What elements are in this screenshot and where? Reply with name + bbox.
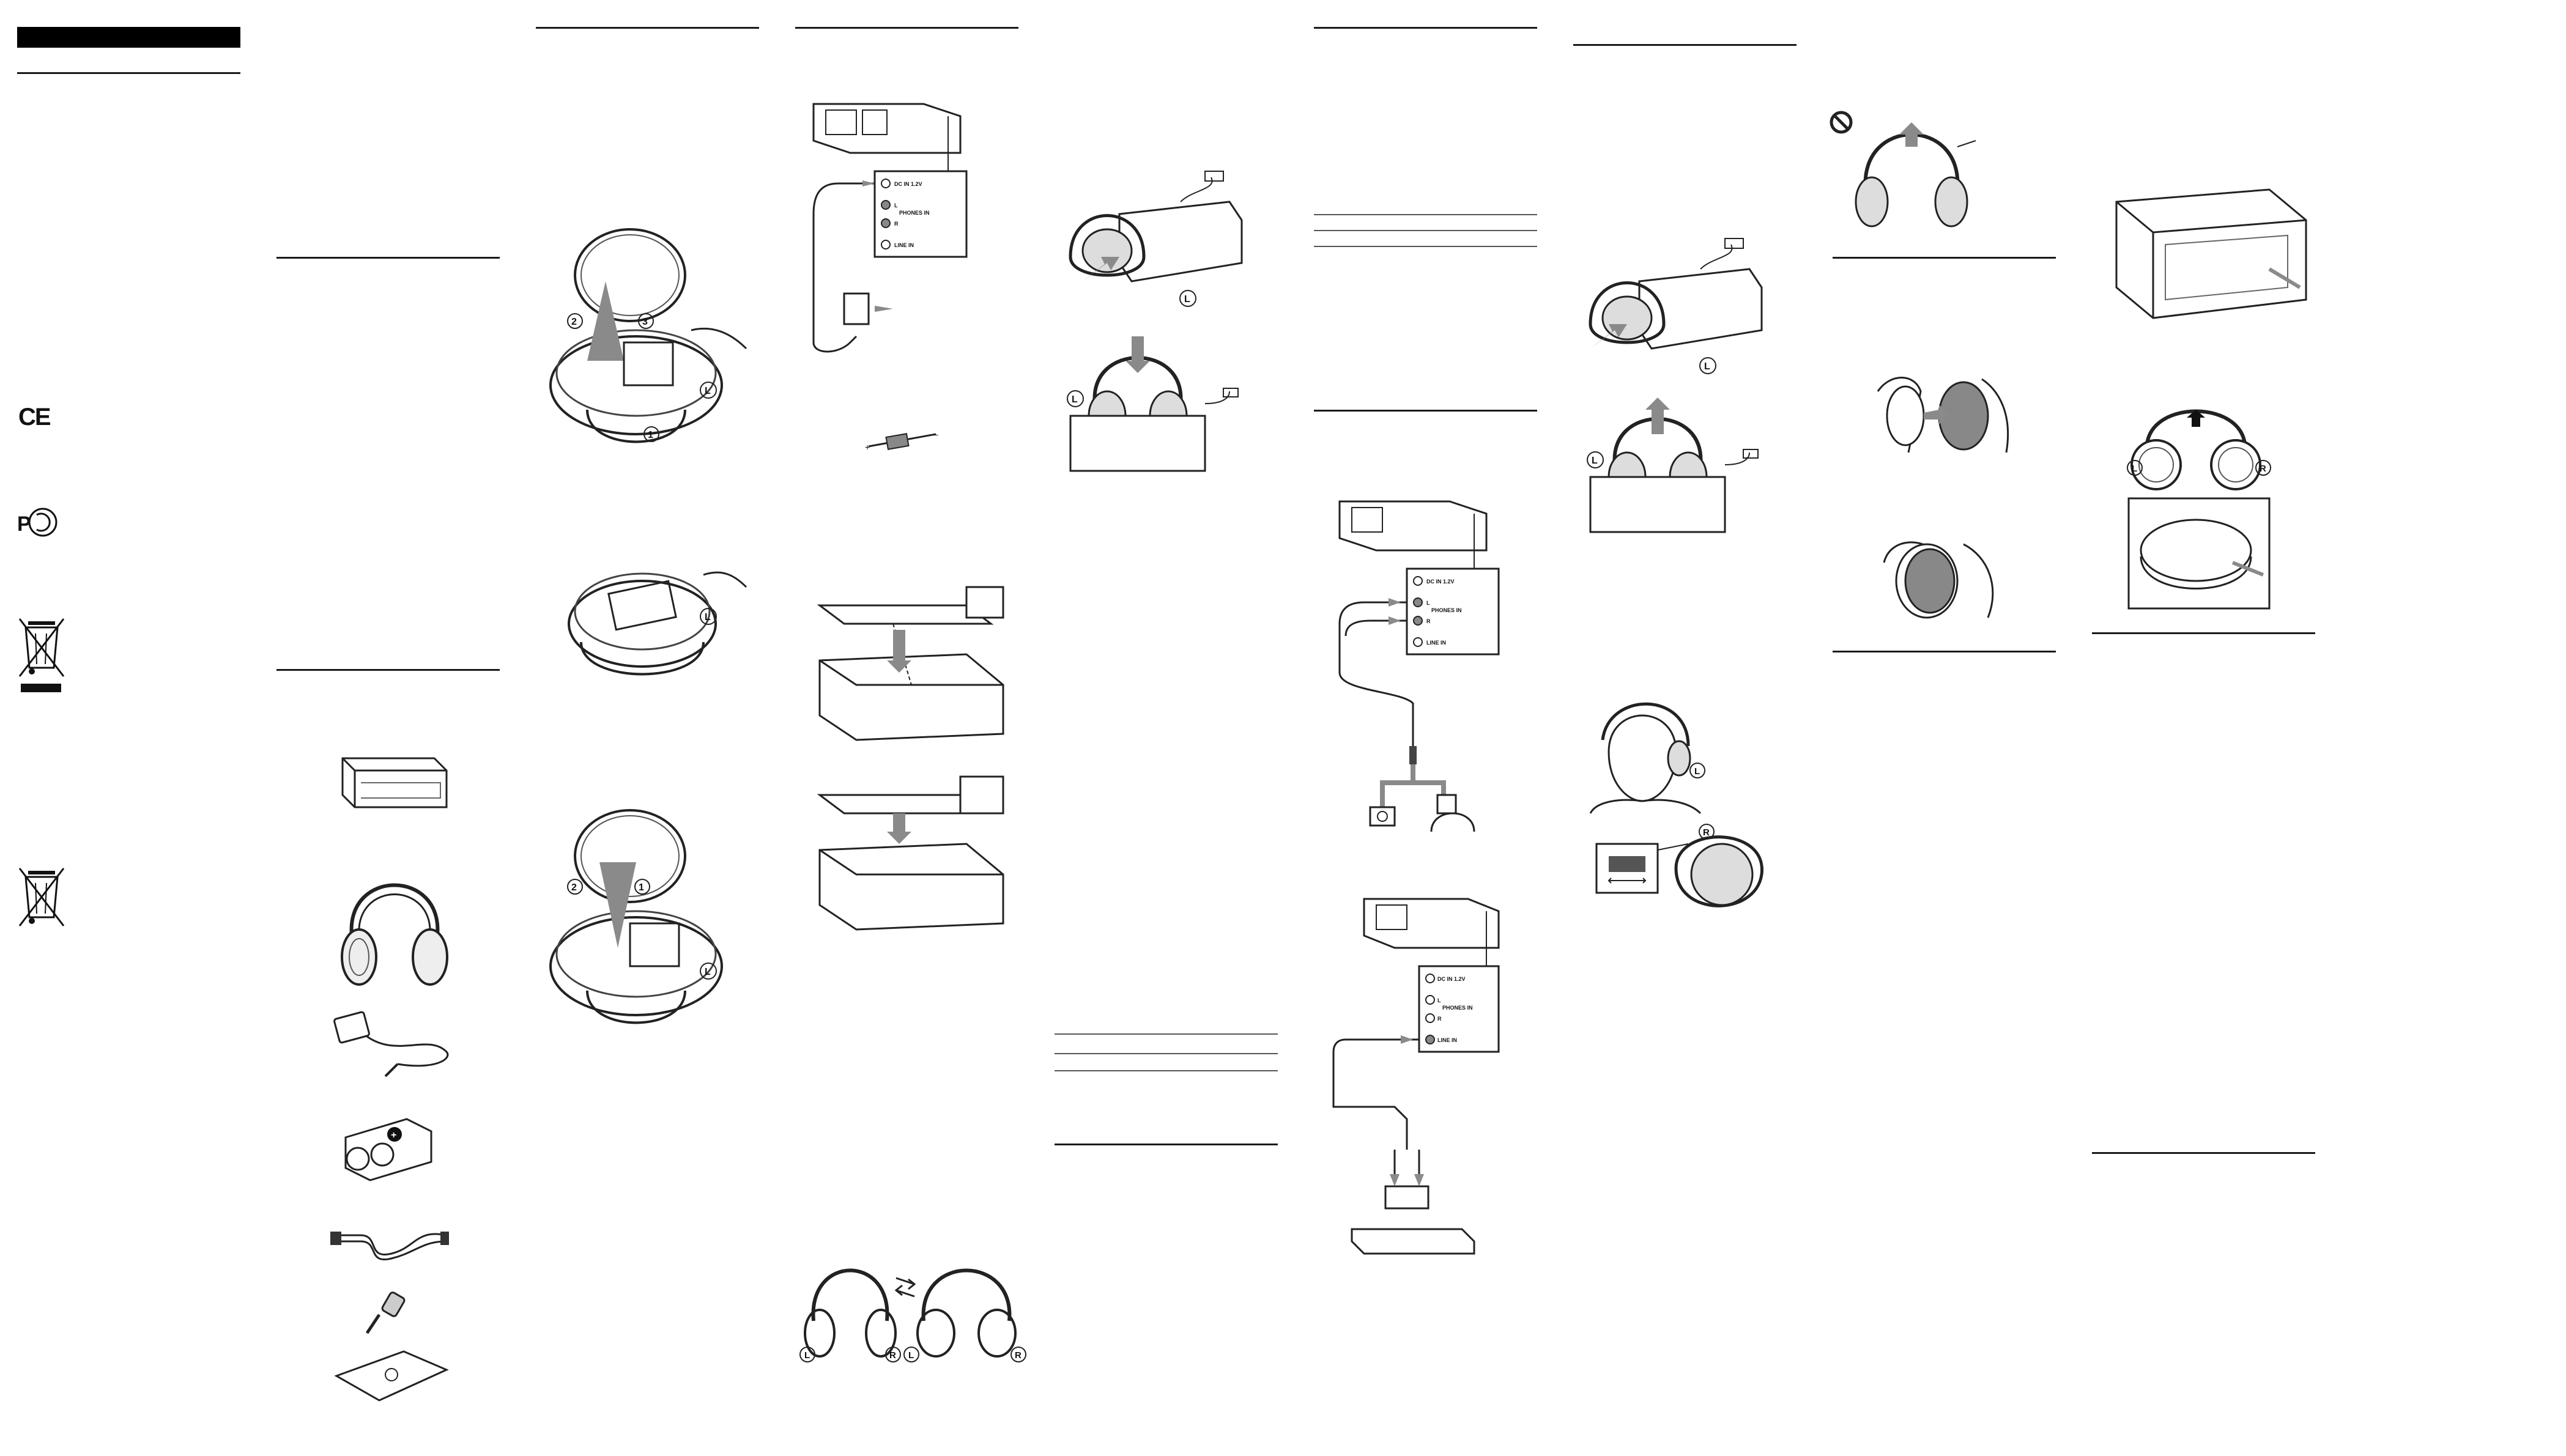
svg-text:L: L xyxy=(705,386,711,396)
earpad-remove-illustration xyxy=(1877,377,2009,453)
svg-text:R: R xyxy=(2260,464,2266,474)
svg-text:L: L xyxy=(1592,456,1598,466)
charging-seated-illustration: L xyxy=(1067,336,1239,472)
svg-text:L: L xyxy=(1437,997,1441,1003)
table-rule-5 xyxy=(1314,230,1537,231)
audio-cable-illustration xyxy=(330,1232,449,1261)
svg-text:2: 2 xyxy=(571,882,577,893)
remove-from-stand-illustration: L xyxy=(1589,238,1763,374)
earpad-attach-illustration xyxy=(1883,541,1994,619)
table-rule-1 xyxy=(1055,1033,1278,1035)
svg-text:L: L xyxy=(705,967,711,977)
ac-adaptor-illustration xyxy=(333,1011,449,1077)
title-bar xyxy=(17,27,240,48)
stand-assembly-2-illustration xyxy=(817,775,1004,931)
svg-text:P: P xyxy=(17,512,31,536)
svg-text:L: L xyxy=(1184,294,1190,305)
plug-adaptor-illustration xyxy=(365,1292,406,1334)
battery-close-step-illustration: 2 1 L xyxy=(549,809,723,1024)
svg-text:LINE IN: LINE IN xyxy=(894,242,914,248)
section-rule-1 xyxy=(276,257,500,259)
wearing-headphones-illustration: L xyxy=(1589,702,1705,815)
svg-text:L: L xyxy=(2132,464,2137,474)
svg-text:+: + xyxy=(865,442,870,452)
svg-text:R: R xyxy=(889,1350,896,1361)
svg-text:DC IN 1.2V: DC IN 1.2V xyxy=(894,181,922,187)
svg-text:DC IN 1.2V: DC IN 1.2V xyxy=(1426,578,1455,585)
section-rule-3 xyxy=(536,27,759,29)
recycle-mark-icon: P xyxy=(17,508,57,537)
svg-text:L: L xyxy=(804,1350,810,1361)
plug-orientation-icon: + − xyxy=(865,430,938,452)
weee-bin-icon xyxy=(18,618,65,692)
svg-text:L: L xyxy=(1072,394,1078,405)
line-connection-diagram: DC IN 1.2V L PHONES IN R LINE IN xyxy=(1332,898,1500,1255)
section-rule-8 xyxy=(1573,44,1797,46)
svg-text:PHONES IN: PHONES IN xyxy=(1431,607,1462,613)
svg-text:L: L xyxy=(1426,600,1430,606)
svg-text:LINE IN: LINE IN xyxy=(1437,1037,1457,1043)
svg-text:1: 1 xyxy=(639,882,644,893)
svg-text:3: 3 xyxy=(642,317,648,327)
svg-text:R: R xyxy=(1703,827,1710,838)
phones-connection-diagram: DC IN 1.2V L PHONES IN R LINE IN xyxy=(1338,500,1500,832)
warranty-card-illustration xyxy=(334,1350,449,1402)
lift-from-stand-illustration: L xyxy=(1587,397,1759,533)
section-rule-11 xyxy=(2092,632,2315,634)
svg-text:PHONES IN: PHONES IN xyxy=(899,210,930,216)
svg-text:L: L xyxy=(705,612,711,623)
weee-bin-battery-icon xyxy=(18,868,65,926)
charging-place-illustration: L xyxy=(1069,171,1243,307)
svg-text:R: R xyxy=(1426,618,1431,624)
section-rule-4 xyxy=(795,27,1018,29)
svg-text:R: R xyxy=(1437,1016,1442,1022)
svg-text:L: L xyxy=(1694,766,1700,777)
stand-battery-compartment-illustration xyxy=(2115,188,2307,319)
table-rule-6 xyxy=(1314,246,1537,247)
svg-text:−: − xyxy=(933,430,938,440)
section-rule-5 xyxy=(1055,1144,1278,1145)
battery-open-step-illustration: 2 3 1 L xyxy=(549,228,747,443)
svg-text:+: + xyxy=(391,1130,396,1140)
headphones-battery-compartment-illustration: L R xyxy=(2127,409,2271,610)
power-connection-diagram: DC IN 1.2V L PHONES IN R LINE IN xyxy=(812,103,968,353)
section-rule-9 xyxy=(1833,257,2056,259)
title-underline xyxy=(17,72,240,74)
svg-text:L: L xyxy=(908,1350,914,1361)
svg-text:PHONES IN: PHONES IN xyxy=(1442,1005,1473,1011)
section-rule-12 xyxy=(2092,1152,2315,1154)
headphones-illustration xyxy=(341,883,448,986)
svg-text:LINE IN: LINE IN xyxy=(1426,640,1446,646)
table-rule-2 xyxy=(1055,1053,1278,1054)
stand-assembly-1-illustration xyxy=(817,586,1004,741)
section-rule-10 xyxy=(1833,651,2056,652)
section-rule-7 xyxy=(1314,410,1537,412)
svg-text:1: 1 xyxy=(648,430,653,440)
prohibited-lifting-illustration xyxy=(1830,111,1976,227)
headphone-orientation-illustration: L R L R xyxy=(799,1268,1026,1362)
svg-text:2: 2 xyxy=(571,317,577,327)
table-rule-4 xyxy=(1314,214,1537,215)
volume-control-illustration: R xyxy=(1595,824,1763,907)
transmitter-illustration xyxy=(341,757,448,808)
ce-mark: CE xyxy=(18,404,51,431)
svg-text:R: R xyxy=(1015,1350,1022,1361)
section-rule-2 xyxy=(276,669,500,671)
svg-text:L: L xyxy=(1704,361,1710,372)
svg-text:L: L xyxy=(894,202,898,209)
section-rule-6 xyxy=(1314,27,1537,29)
svg-text:R: R xyxy=(894,221,899,227)
svg-text:DC IN 1.2V: DC IN 1.2V xyxy=(1437,976,1466,982)
table-rule-3 xyxy=(1055,1070,1278,1071)
battery-inserted-illustration: L xyxy=(568,571,747,676)
battery-pack-illustration: + xyxy=(344,1118,432,1181)
